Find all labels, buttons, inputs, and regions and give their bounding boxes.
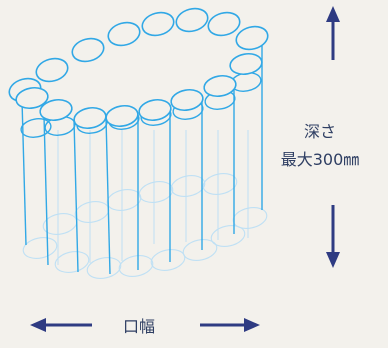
tube-top-ellipse bbox=[141, 11, 175, 37]
tube-top-ellipse bbox=[35, 57, 69, 83]
tube-middle-ellipse bbox=[20, 118, 52, 138]
tube-bottom-ellipse bbox=[170, 175, 206, 197]
tube-bottom-ellipse bbox=[150, 249, 186, 271]
tube-wall-line bbox=[43, 115, 49, 266]
tube-top-ellipse bbox=[229, 52, 263, 76]
tube-wall-line bbox=[73, 119, 79, 273]
width-arrow-left-icon bbox=[30, 318, 92, 332]
depth-arrow-up-icon bbox=[326, 6, 340, 60]
tube-top-ellipse bbox=[235, 25, 269, 51]
tube-top-ellipse bbox=[138, 98, 172, 122]
tube-bottom-ellipse bbox=[54, 251, 90, 273]
tube-bottom-ellipse bbox=[86, 257, 122, 279]
depth-arrow-down-icon bbox=[326, 205, 340, 268]
tube-bundle-top-ring bbox=[8, 7, 269, 130]
tube-top-ellipse bbox=[15, 86, 49, 110]
depth-label: 深さ bbox=[303, 122, 337, 141]
tube-bottom-ellipse bbox=[232, 207, 268, 229]
depth-max-value: 最大300㎜ bbox=[280, 150, 360, 169]
tube-bottom-ellipse bbox=[138, 181, 174, 203]
tube-top-ellipse bbox=[39, 98, 73, 122]
tube-top-ellipse bbox=[203, 74, 237, 98]
tube-bottom-ellipse bbox=[118, 255, 154, 277]
width-arrow-right-icon bbox=[200, 318, 260, 332]
tube-top-ellipse bbox=[105, 104, 139, 128]
tube-walls bbox=[21, 44, 263, 275]
tube-bottom-ellipse bbox=[182, 239, 218, 261]
tube-top-ellipse bbox=[107, 21, 141, 47]
tube-wall-line bbox=[21, 99, 27, 246]
tube-bottom-ellipse bbox=[210, 225, 246, 247]
tube-top-ellipse bbox=[207, 11, 241, 37]
tube-bottom-ellipse bbox=[202, 173, 238, 195]
tube-top-ellipse bbox=[71, 37, 105, 63]
tube-top-ellipse bbox=[170, 88, 204, 112]
tube-top-ellipse bbox=[175, 7, 209, 33]
tube-bottom-ellipse bbox=[74, 201, 110, 223]
tube-wall-line bbox=[105, 117, 111, 275]
tube-bottom-ellipse bbox=[22, 237, 58, 259]
width-label: 口幅 bbox=[122, 317, 156, 336]
tube-bottom-ellipse bbox=[106, 189, 142, 211]
